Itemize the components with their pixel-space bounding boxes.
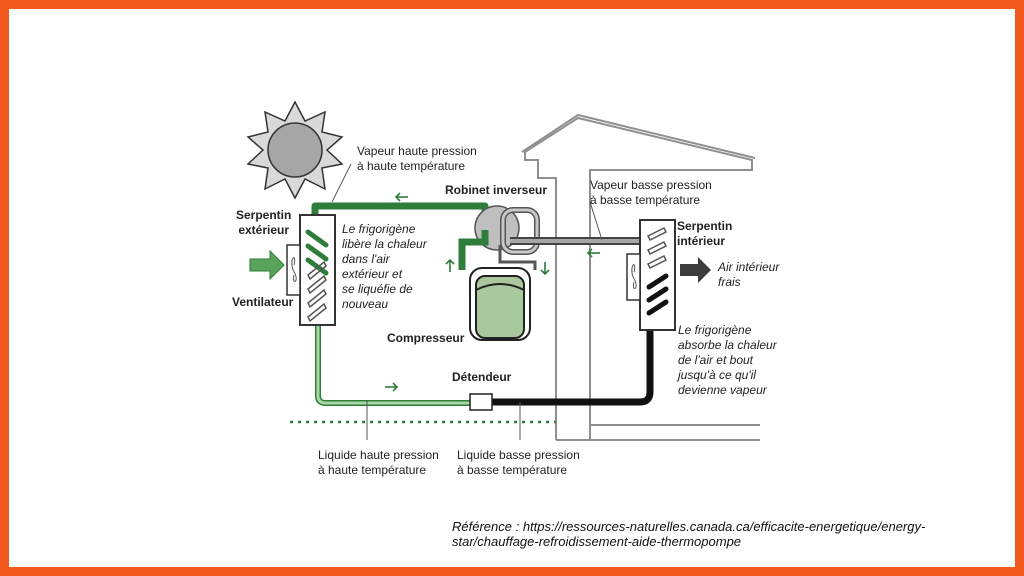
label-vapeur-basse: Vapeur basse pression à basse températur… [590,178,712,207]
house-outline [521,113,760,441]
label-frigorigene-libere: Le frigorigène libère la chaleur dans l'… [342,222,427,311]
label-serpentin-interieur: Serpentin intérieur [677,219,733,248]
flow-arrow-up [445,258,455,272]
compressor [469,267,531,341]
flow-arrow-down [540,262,550,276]
label-serpentin-exterieur: Serpentin extérieur [236,208,292,237]
liquid-high-pipe [315,325,470,406]
label-compresseur: Compresseur [387,331,465,345]
expansion-valve [469,393,493,411]
outdoor-coil [286,214,336,326]
leader-lines [331,163,603,440]
label-detendeur: Détendeur [452,370,512,384]
liquid-low-pipe [492,330,654,406]
flow-arrow-top [394,192,408,202]
airflow-out-arrow [680,257,711,283]
reversing-valve [458,205,540,270]
label-air-interieur: Air intérieur frais [718,260,780,289]
indoor-coil [626,219,676,331]
flow-arrow-liquid [385,382,399,392]
sun-icon [246,100,344,200]
reference-link: Référence : https://ressources-naturelle… [452,519,926,549]
label-robinet-inverseur: Robinet inverseur [445,183,548,197]
flow-arrow-low-vapour [586,248,600,258]
airflow-in-arrow [249,249,285,281]
label-vapeur-haute: Vapeur haute pression à haute températur… [357,144,477,173]
label-frigorigene-absorbe: Le frigorigène absorbe la chaleur de l'a… [678,323,777,397]
label-ventilateur: Ventilateur [232,295,294,309]
label-liquide-haute: Liquide haute pression à haute températu… [318,448,439,477]
label-liquide-basse: Liquide basse pression à basse températu… [457,448,580,477]
